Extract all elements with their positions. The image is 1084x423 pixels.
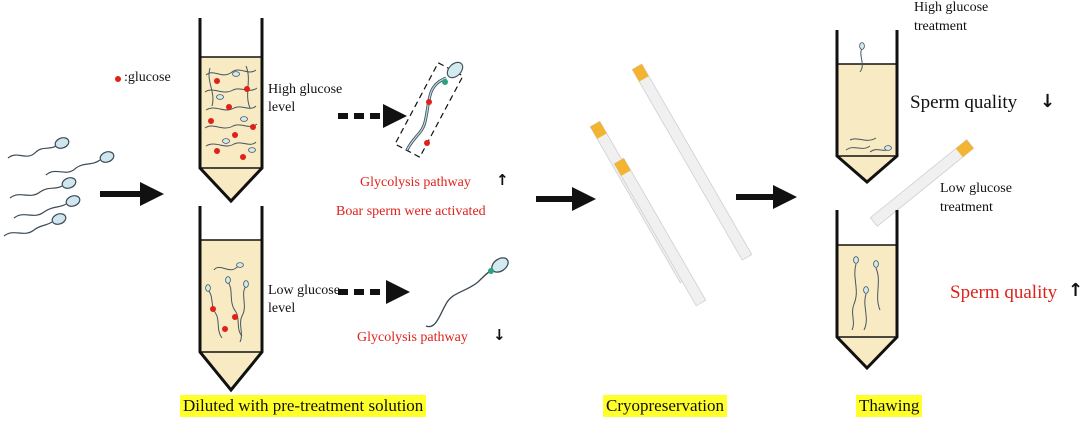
- glucose-dot: [240, 154, 246, 160]
- glycolysis-low-label: Glycolysis pathway: [357, 330, 468, 345]
- boar-sperm-activated-label: Boar sperm were activated: [336, 204, 486, 219]
- stage-dilution-label: Diluted with pre-treatment solution: [180, 395, 427, 417]
- arrow-up-icon: ↑: [496, 171, 509, 189]
- glucose-dot: [232, 132, 238, 138]
- glucose-dot: [232, 314, 238, 320]
- arrow-up-icon: ↑: [1068, 280, 1084, 301]
- low-glucose-level-label-1: Low glucose: [268, 283, 340, 298]
- cryo-straws: [589, 63, 753, 307]
- thaw-low-glucose-label-1: Low glucose: [940, 181, 1012, 196]
- thaw-low-glucose-label-2: treatment: [940, 200, 993, 215]
- stage-thawing-label: Thawing: [856, 395, 923, 417]
- arrow-down-icon: ↓: [1040, 91, 1056, 112]
- high-glucose-level-label-2: level: [268, 100, 296, 115]
- glucose-dot: [424, 140, 430, 146]
- sperm-resting: [425, 257, 509, 328]
- glycolysis-high-label: Glycolysis pathway: [360, 175, 471, 190]
- tube-thaw-high: [835, 30, 899, 184]
- high-glucose-level-label-1: High glucose: [268, 82, 343, 97]
- arrow-down-icon: ↓: [493, 326, 506, 344]
- glucose-dot: [214, 148, 220, 154]
- low-glucose-level-label-2: level: [268, 301, 296, 316]
- glucose-dot: [226, 104, 232, 110]
- glucose-legend-label: :glucose: [124, 70, 171, 85]
- glucose-dot: [208, 118, 214, 124]
- glucose-dot: [426, 99, 432, 105]
- glucose-dot: [244, 86, 250, 92]
- sperm-group-input: [3, 137, 115, 237]
- thaw-high-glucose-label-1: High glucose: [914, 0, 989, 15]
- glucose-legend-dot: [115, 76, 121, 82]
- sperm-activated: [394, 61, 464, 158]
- glucose-dot: [222, 326, 228, 332]
- stage-cryopreservation-label: Cryopreservation: [603, 395, 728, 417]
- tube-high-glucose: [198, 18, 264, 204]
- sperm-quality-high-label: Sperm quality: [910, 92, 1018, 113]
- thaw-high-glucose-label-2: treatment: [914, 19, 967, 34]
- tube-low-glucose: [198, 206, 264, 393]
- thaw-straw: [869, 139, 975, 227]
- sperm-quality-low-label: Sperm quality: [950, 282, 1058, 303]
- glucose-dot: [250, 124, 256, 130]
- glucose-dot: [210, 306, 216, 312]
- glucose-dot: [214, 78, 220, 84]
- tube-thaw-low: [835, 210, 899, 371]
